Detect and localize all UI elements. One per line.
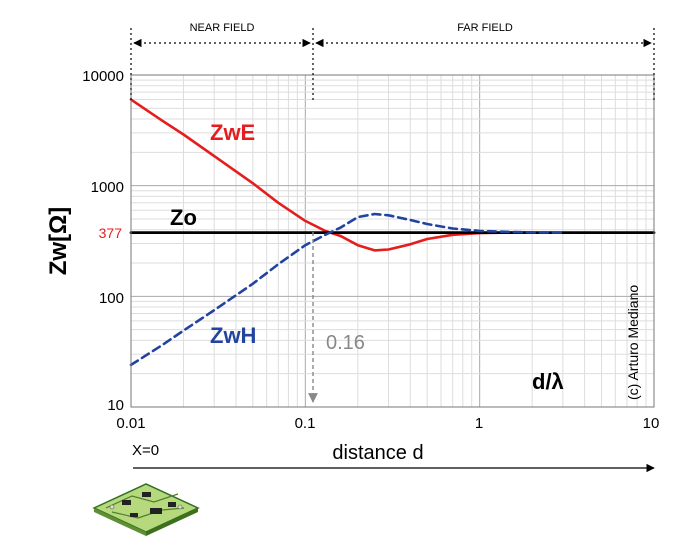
x-tick-label-0.1: 0.1 xyxy=(295,415,316,432)
x-tick-label-10: 10 xyxy=(643,415,660,432)
axis-annotation: d/λ xyxy=(532,369,564,394)
credit-text: (c) Arturo Mediano xyxy=(625,285,641,400)
x-axis-title: distance d xyxy=(332,442,423,464)
series-line-zwe xyxy=(129,98,534,252)
y-tick-label-1000: 1000 xyxy=(91,179,124,196)
series-layer xyxy=(129,98,656,367)
near-field-label: NEAR FIELD xyxy=(190,22,255,34)
pcb-board-icon xyxy=(92,483,200,536)
x-origin-label: X=0 xyxy=(132,442,159,459)
region-header: NEAR FIELD FAR FIELD xyxy=(130,22,655,100)
x-tick-label-1: 1 xyxy=(475,415,483,432)
series-label-zo: Zo xyxy=(170,205,197,230)
series-label-zwe: ZwE xyxy=(210,120,255,145)
y-tick-label-10000: 10000 xyxy=(82,68,124,85)
boundary-value-label: 0.16 xyxy=(326,332,365,354)
series-line-zwh xyxy=(129,212,565,367)
plot-frame xyxy=(130,74,655,408)
far-field-label: FAR FIELD xyxy=(457,22,513,34)
series-label-zwh: ZwH xyxy=(210,323,256,348)
y-marker-label-377: 377 xyxy=(99,225,123,241)
y-axis-title: Zw[Ω] xyxy=(45,207,72,276)
y-tick-label-10: 10 xyxy=(107,397,124,414)
y-tick-label-100: 100 xyxy=(99,290,124,307)
x-tick-label-0.01: 0.01 xyxy=(116,415,145,432)
grid xyxy=(131,75,654,407)
